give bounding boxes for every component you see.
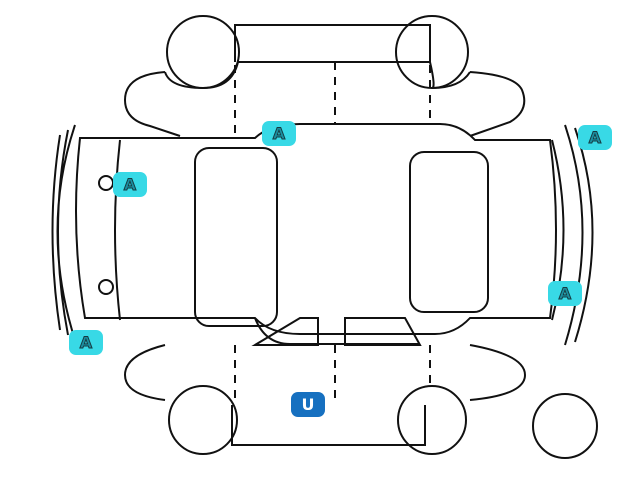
damage-badge-a[interactable]: A: [262, 121, 296, 146]
damage-badge-u[interactable]: U: [291, 392, 325, 417]
right-side-view: [123, 317, 598, 459]
top-view-body: [51, 123, 594, 346]
damage-badge-a[interactable]: A: [548, 281, 582, 306]
damage-badge-a[interactable]: A: [578, 125, 612, 150]
damage-badge-a[interactable]: A: [113, 172, 147, 197]
damage-badge-a[interactable]: A: [69, 330, 103, 355]
